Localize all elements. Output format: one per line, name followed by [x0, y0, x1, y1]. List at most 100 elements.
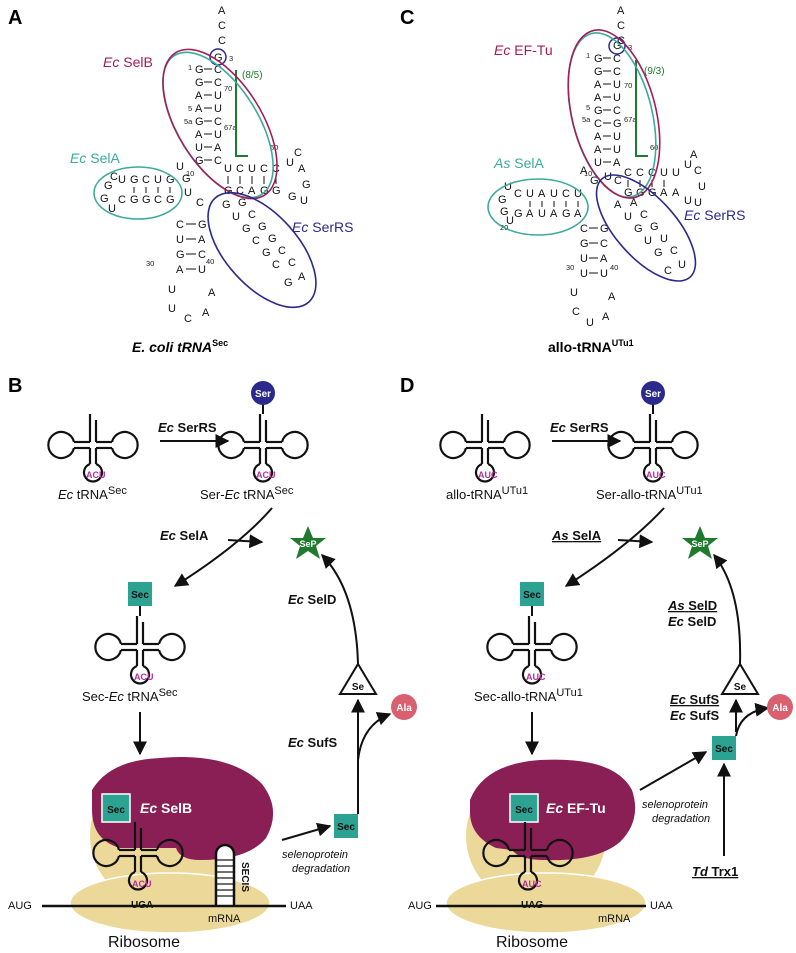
svg-text:U: U — [195, 142, 203, 154]
degradation-label: selenoprotein — [642, 799, 708, 811]
reaction-arrow — [617, 534, 654, 549]
svg-text:A: A — [526, 208, 534, 220]
svg-text:A: A — [195, 129, 203, 141]
svg-text:U: U — [224, 163, 232, 175]
svg-text:U: U — [526, 188, 534, 200]
svg-text:A: A — [214, 142, 222, 154]
svg-text:C: C — [670, 245, 678, 257]
enzyme-label: As SelD — [667, 598, 717, 613]
reaction-arrow — [173, 507, 273, 587]
anticodon-label: ACU — [86, 470, 106, 480]
svg-text:G: G — [268, 233, 277, 245]
svg-text:A: A — [198, 234, 206, 246]
sec-label: Sec — [131, 590, 149, 601]
svg-text:C: C — [278, 245, 286, 257]
sep-label: SeP — [691, 539, 708, 549]
svg-text:G: G — [654, 247, 663, 259]
position-number: 5a — [184, 117, 193, 126]
eftu-label: Ec EF-Tu — [494, 42, 553, 58]
svg-text:U: U — [108, 203, 116, 215]
ribosome-label: Ribosome — [496, 934, 568, 951]
enzyme-label: Ec SerRS — [550, 420, 609, 435]
svg-text:G: G — [594, 53, 603, 65]
trx-label: Td Trx1 — [692, 864, 738, 879]
svg-text:U: U — [604, 171, 612, 183]
sec-label: Sec — [337, 822, 355, 833]
position-number: 30 — [566, 263, 574, 272]
g3-circle — [608, 37, 626, 55]
structure-title-a: E. coli tRNASec — [132, 338, 228, 355]
svg-text:U: U — [214, 90, 222, 102]
ala-bead — [767, 694, 793, 720]
trna-label: Ser-allo-tRNAUTu1 — [596, 485, 703, 502]
svg-text:U: U — [506, 215, 514, 227]
svg-text:C: C — [613, 105, 621, 117]
svg-text:G: G — [500, 206, 509, 218]
anticodon-label: AUC — [526, 672, 546, 682]
svg-text:G: G — [166, 194, 175, 206]
enzyme-label: Ec SelA — [160, 528, 209, 543]
svg-text:C: C — [664, 265, 672, 277]
svg-text:A: A — [574, 208, 582, 220]
enzyme-label: Ec SufS — [288, 735, 337, 750]
panel-label-c: C — [400, 7, 414, 29]
svg-text:U: U — [154, 174, 162, 186]
anticodon-label: ACU — [134, 672, 154, 682]
sela-label: Ec SelA — [70, 150, 120, 166]
position-number: 10 — [584, 169, 592, 178]
svg-text:C: C — [613, 53, 621, 65]
svg-text:A: A — [690, 149, 698, 161]
svg-text:G: G — [634, 223, 643, 235]
svg-text:A: A — [614, 199, 622, 211]
degradation-label: selenoprotein — [282, 849, 348, 861]
svg-text:C: C — [288, 257, 296, 269]
svg-text:G: G — [590, 175, 599, 187]
panel-label-a: A — [8, 7, 22, 29]
svg-text:G: G — [176, 249, 185, 261]
svg-text:U: U — [538, 208, 546, 220]
svg-text:C: C — [236, 185, 244, 197]
svg-text:A: A — [594, 92, 602, 104]
svg-text:C: C — [214, 77, 222, 89]
svg-text:C: C — [594, 118, 602, 130]
svg-text:A: A — [176, 264, 184, 276]
svg-text:C: C — [236, 163, 244, 175]
ratio-label: (8/5) — [242, 70, 263, 81]
svg-text:U: U — [672, 167, 680, 179]
discriminator-nt: G — [214, 52, 223, 64]
reaction-arrow — [639, 751, 708, 791]
svg-text:U: U — [168, 303, 176, 315]
svg-text:U: U — [684, 195, 692, 207]
svg-text:U: U — [184, 187, 192, 199]
svg-text:G: G — [242, 223, 251, 235]
svg-text:A: A — [208, 287, 216, 299]
eftu-contact-ellipse-outer — [567, 29, 661, 199]
svg-text:C: C — [118, 194, 126, 206]
svg-text:U: U — [660, 167, 668, 179]
svg-text:G: G — [222, 199, 231, 211]
svg-text:U: U — [624, 211, 632, 223]
svg-text:G: G — [104, 180, 113, 192]
svg-text:G: G — [195, 64, 204, 76]
svg-text:U: U — [504, 181, 512, 193]
reaction-arrow — [713, 553, 742, 665]
svg-text:C: C — [614, 175, 622, 187]
enzyme-label: As SelA — [551, 528, 602, 543]
position-number: 1 — [188, 63, 192, 72]
svg-text:U: U — [550, 188, 558, 200]
svg-text:C: C — [142, 174, 150, 186]
svg-text:C: C — [562, 188, 570, 200]
reaction-arrow — [227, 534, 264, 549]
serrs-label: Ec SerRS — [684, 207, 745, 223]
svg-text:G: G — [650, 221, 659, 233]
svg-text:A: A — [298, 271, 306, 283]
svg-text:U: U — [600, 268, 608, 280]
ala-label: Ala — [396, 703, 412, 714]
ribosome-small-subunit — [445, 872, 647, 934]
